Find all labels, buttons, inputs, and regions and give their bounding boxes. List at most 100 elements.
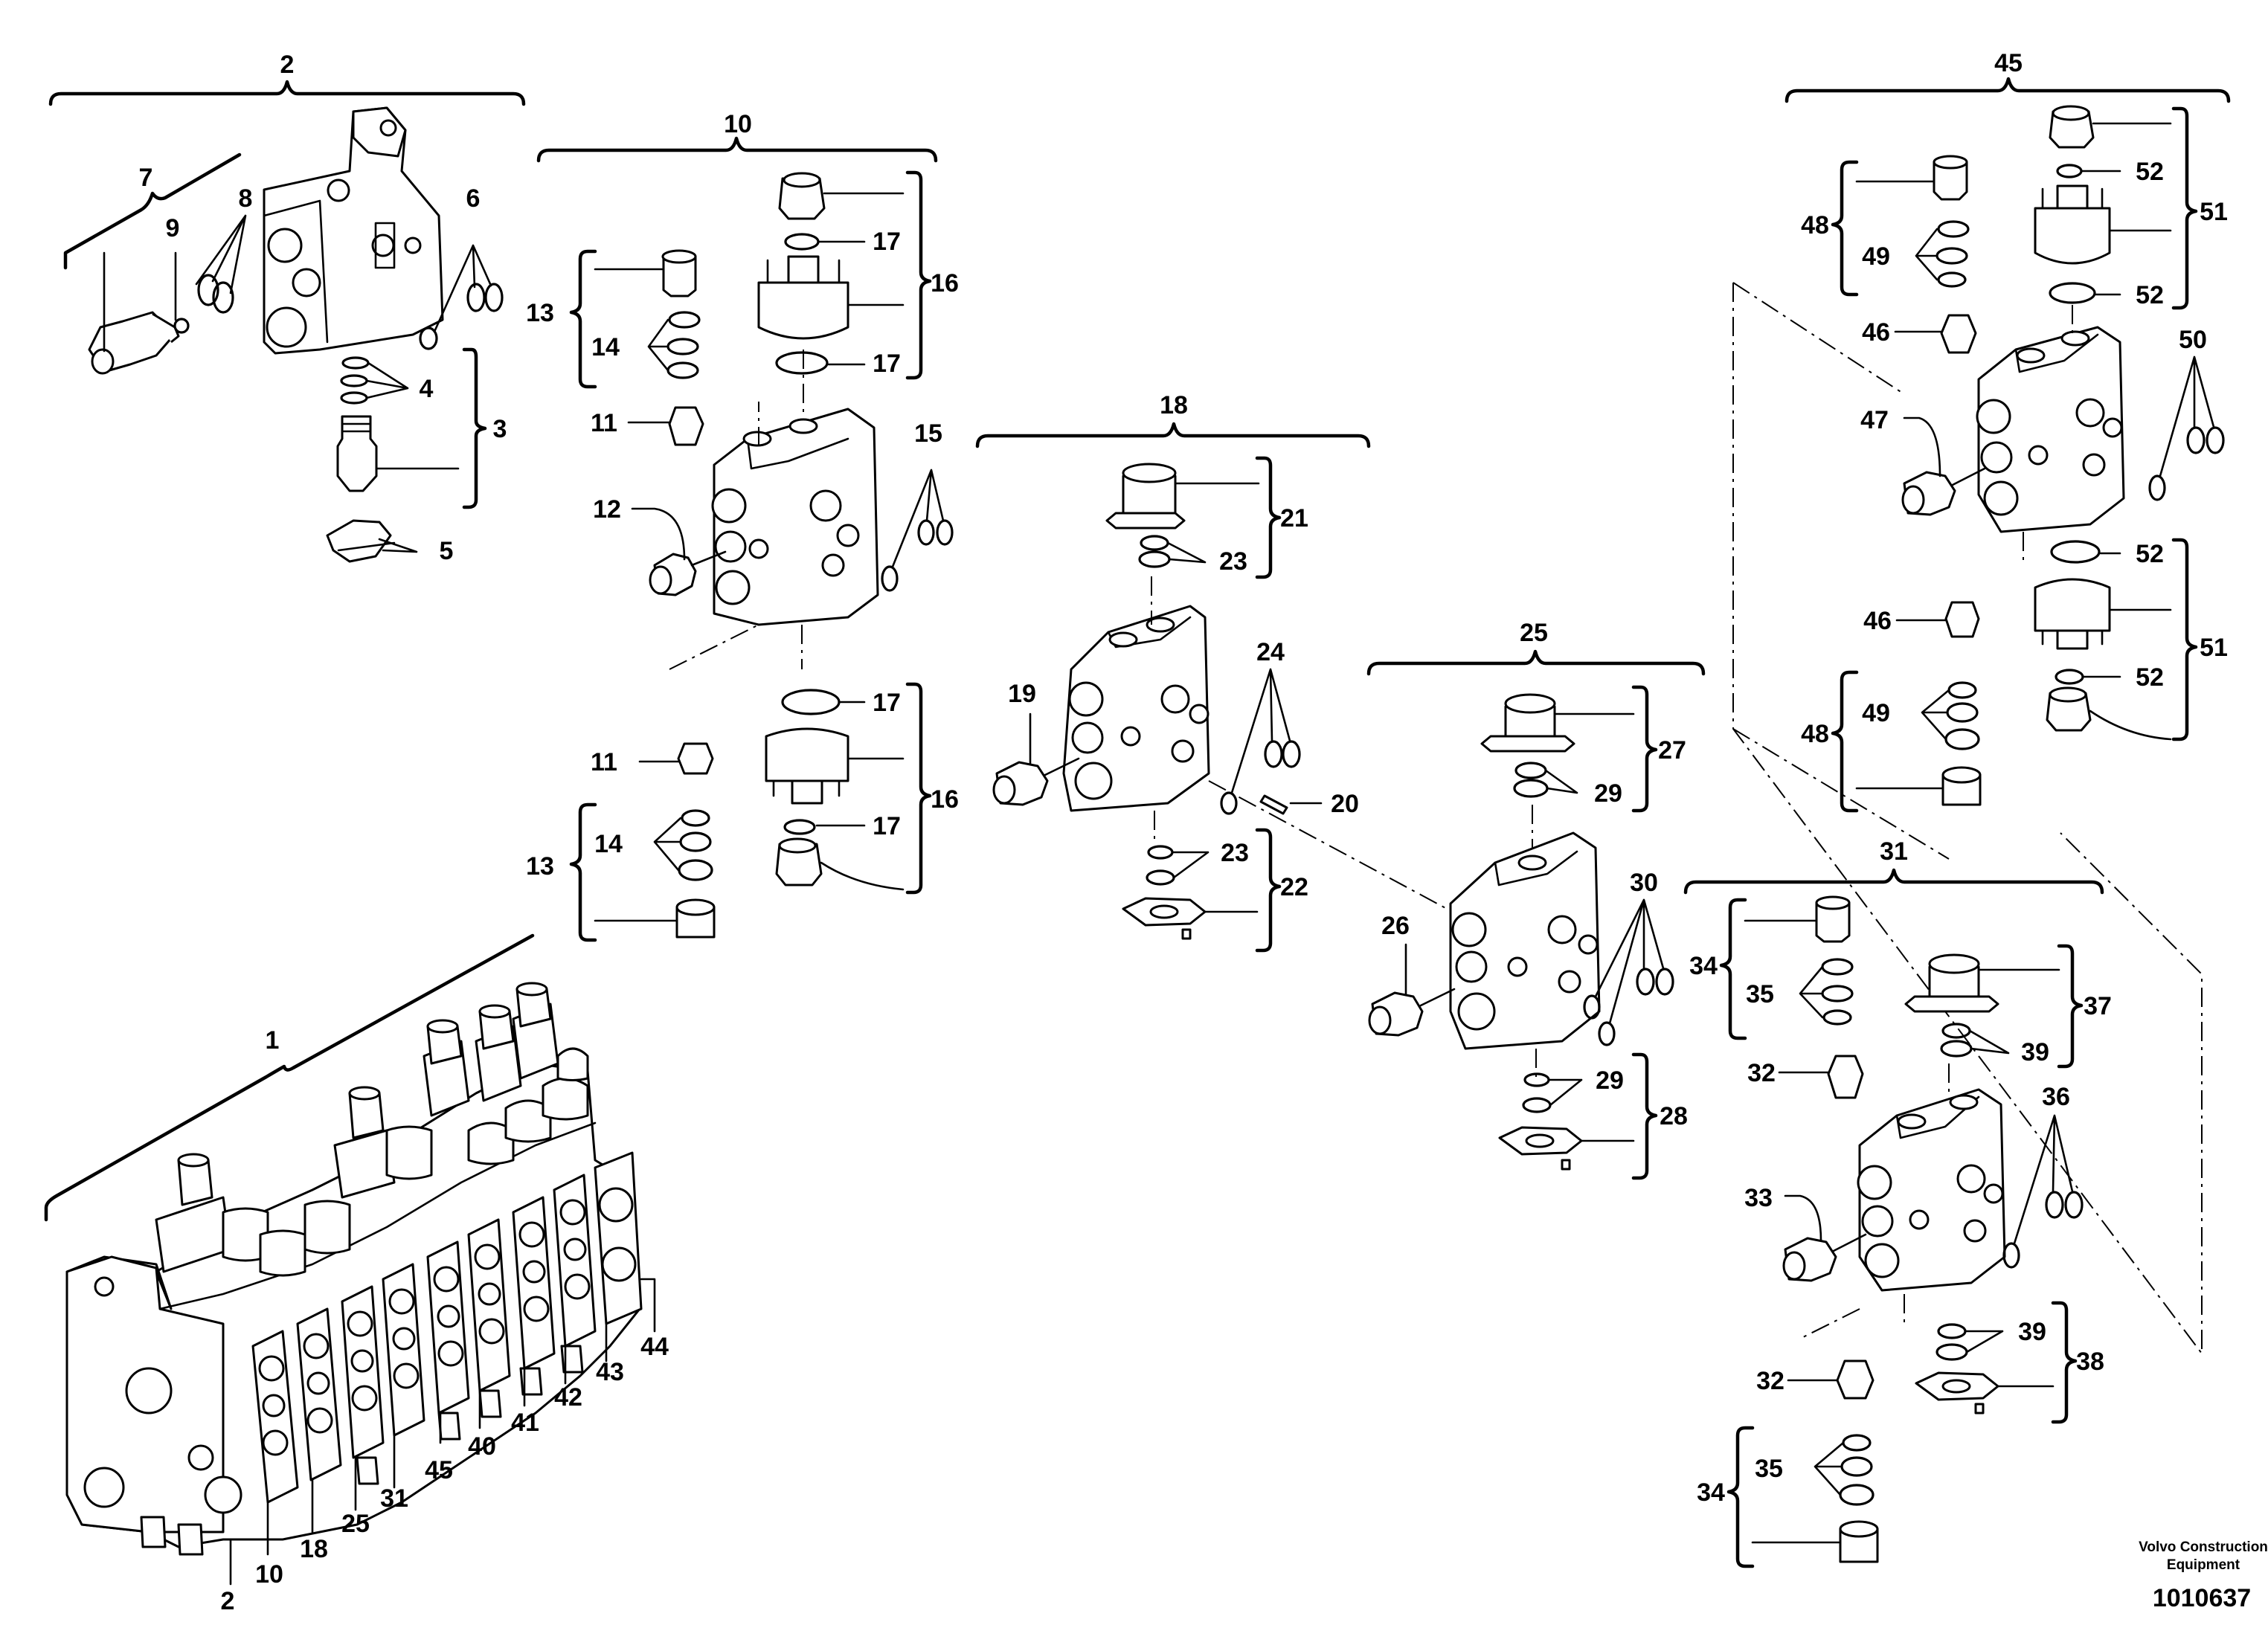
callout-18-bottom: 18 — [300, 1535, 328, 1563]
seals-14-top — [647, 311, 701, 379]
callout-37: 37 — [2084, 992, 2112, 1020]
plug-26 — [1368, 943, 1456, 1037]
callout-23-bottom: 23 — [1221, 839, 1249, 867]
valve-3 — [336, 415, 460, 492]
cap-16-top — [757, 255, 905, 340]
section-body-31 — [1857, 1088, 2006, 1292]
bracket-2 — [48, 80, 526, 106]
bracket-34-bottom — [1726, 1426, 1755, 1568]
callout-13-top: 13 — [526, 299, 554, 327]
group-31-section: 31 34 35 37 39 — [1683, 837, 2112, 1568]
o-rings-24 — [1220, 668, 1301, 815]
callout-7: 7 — [139, 164, 153, 192]
plug-34-top — [1744, 895, 1851, 943]
callout-49-top: 49 — [1862, 242, 1890, 271]
group-18-section: 18 21 23 — [975, 391, 1371, 953]
o-ring-17-b — [775, 351, 829, 375]
callout-52-a: 52 — [2136, 158, 2164, 186]
callout-51-bottom: 51 — [2200, 634, 2228, 662]
center-line-31 — [1799, 1063, 1950, 1339]
o-ring-17-c — [781, 689, 841, 715]
seals-23-top — [1138, 535, 1207, 568]
callout-25: 25 — [1520, 619, 1548, 647]
bracket-10 — [536, 136, 938, 163]
seals-35-top — [1799, 958, 1854, 1026]
callout-52-b: 52 — [2136, 281, 2164, 309]
flange-38 — [1915, 1371, 2055, 1415]
callout-41: 41 — [511, 1409, 539, 1437]
bracket-16-bottom — [905, 682, 932, 895]
callout-51-top: 51 — [2200, 198, 2228, 226]
nut-51-bottom — [2046, 686, 2172, 741]
cap-16-bottom — [765, 727, 905, 805]
o-ring-17-a — [784, 233, 820, 251]
o-ring-52-b — [2049, 282, 2096, 304]
bracket-7 — [63, 152, 242, 270]
callout-11-bottom: 11 — [591, 748, 617, 776]
callout-14-bottom: 14 — [594, 830, 623, 858]
bracket-21 — [1255, 456, 1282, 579]
assembly-1-valve-block: 1 — [44, 933, 669, 1615]
callout-8: 8 — [239, 184, 253, 213]
callout-45-bottom: 45 — [425, 1456, 453, 1484]
callout-26: 26 — [1381, 912, 1410, 940]
plug-33 — [1782, 1194, 1867, 1282]
seals-14-bottom — [653, 809, 713, 881]
bracket-34-top — [1719, 898, 1747, 1040]
seals-35-bottom — [1814, 1434, 1875, 1506]
callout-29-top: 29 — [1594, 779, 1622, 808]
callout-39-top: 39 — [2021, 1038, 2049, 1066]
fitting-11-top — [627, 406, 704, 446]
callout-25-bottom: 25 — [341, 1510, 370, 1538]
callout-47: 47 — [1860, 406, 1889, 434]
bracket-13-bottom — [569, 802, 597, 942]
callout-1: 1 — [266, 1026, 280, 1055]
group-2-inlet-section: 2 7 9 8 — [48, 51, 526, 565]
o-rings-6 — [419, 244, 504, 350]
bracket-25 — [1366, 649, 1706, 676]
callout-4: 4 — [420, 375, 434, 403]
callout-52-d: 52 — [2136, 663, 2164, 692]
callout-28: 28 — [1660, 1102, 1688, 1130]
plug-47 — [1901, 416, 1986, 516]
callout-50: 50 — [2179, 326, 2207, 354]
bracket-45 — [1784, 77, 2231, 103]
callout-18: 18 — [1160, 391, 1188, 419]
callout-21: 21 — [1280, 504, 1308, 532]
o-ring-52-d — [2055, 669, 2084, 685]
callout-36: 36 — [2042, 1083, 2070, 1111]
seals-39-bottom — [1935, 1323, 2004, 1361]
callout-29-bottom: 29 — [1596, 1066, 1624, 1095]
plug-13-top — [594, 249, 697, 297]
nut-51-top — [2049, 105, 2172, 149]
callout-32-bottom: 32 — [1756, 1367, 1784, 1395]
fitting-46-bottom — [1895, 601, 1980, 638]
bracket-51-top — [2171, 106, 2198, 310]
callout-43: 43 — [596, 1358, 624, 1386]
bracket-48-bottom — [1831, 670, 1859, 813]
group-45-section: 45 52 52 51 48 — [1732, 49, 2231, 1356]
section-body-25 — [1449, 831, 1601, 1050]
center-line-18 — [1151, 576, 1155, 840]
callout-3: 3 — [493, 415, 507, 443]
cap-21 — [1105, 463, 1260, 530]
group-25-section: 25 27 29 — [1366, 619, 1706, 1180]
seal-9 — [173, 318, 190, 334]
o-ring-52-a — [2056, 164, 2083, 178]
callout-13-bottom: 13 — [526, 852, 554, 881]
flange-22 — [1122, 897, 1259, 940]
cap-51-bottom — [2034, 578, 2172, 650]
callout-12: 12 — [593, 495, 621, 524]
center-line-45-frame — [1732, 282, 2203, 1356]
callout-11-top: 11 — [591, 409, 617, 437]
callout-48-top: 48 — [1801, 211, 1829, 239]
bracket-31 — [1683, 868, 2104, 895]
callout-10-top: 10 — [724, 110, 752, 138]
bracket-18 — [975, 422, 1371, 448]
bracket-13-top — [569, 249, 597, 389]
callout-2-bottom: 2 — [221, 1587, 235, 1615]
bracket-3 — [462, 347, 487, 509]
center-line-18-25 — [1208, 780, 1459, 915]
plug-48-top — [1855, 155, 1968, 201]
